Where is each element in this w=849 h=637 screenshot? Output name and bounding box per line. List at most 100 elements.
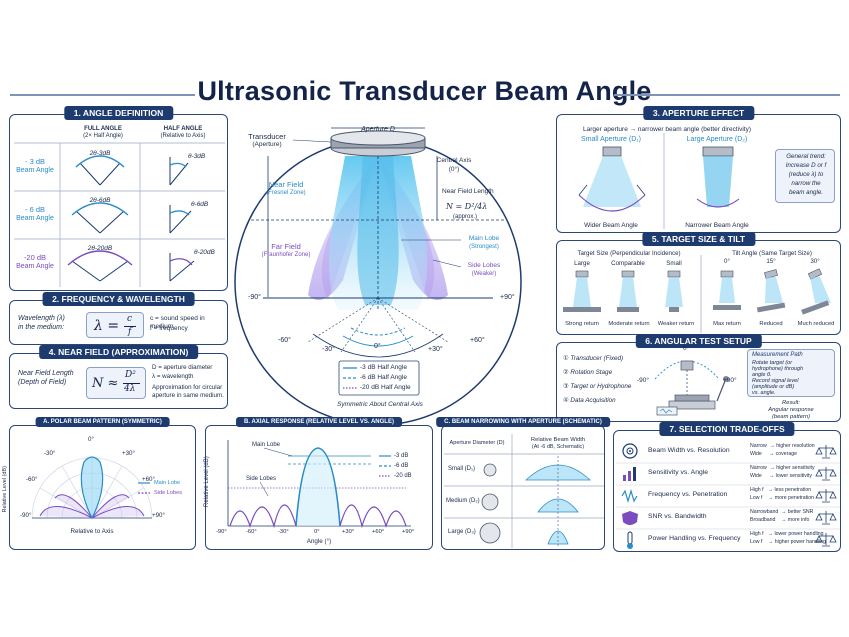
step-3-label: Target or Hydrophone xyxy=(570,383,632,390)
row-6db-sub: Beam Angle xyxy=(16,215,54,222)
nf-approx-label: (approx.) xyxy=(453,214,478,220)
legend-20db: -20 dB Half Angle xyxy=(360,384,411,391)
beam-narrowing-grid xyxy=(444,434,604,548)
def-d: D = aperture diameter xyxy=(152,364,213,371)
formula-num: c xyxy=(127,314,133,324)
half-20db-label: θ-20dB xyxy=(194,249,215,256)
thermometer-icon xyxy=(627,531,633,549)
size-comparable: Comparable xyxy=(611,260,645,267)
method-3: angle θ. xyxy=(752,372,772,378)
panel-title: A. POLAR BEAM PATTERN (SYMMETRIC) xyxy=(35,417,170,427)
far-field-label: Far Field xyxy=(271,242,301,251)
formula-num: D² xyxy=(125,370,136,380)
formula-bar xyxy=(124,326,136,327)
step-1-label: Transducer (Fixed) xyxy=(570,355,624,362)
tradeoff-3-name: Frequency vs. Penetration xyxy=(648,491,728,498)
polar-angle-0: 0° xyxy=(88,436,94,443)
tradeoff-1-l2: Wide → coverage xyxy=(750,451,797,457)
tick-minus30: -30° xyxy=(278,529,289,535)
central-axis-sub: (0°) xyxy=(448,166,460,173)
step-3: ③ Target or Hydrophone xyxy=(563,383,632,390)
target-icon xyxy=(622,443,638,459)
panel-title: 1. ANGLE DEFINITION xyxy=(63,106,174,120)
result-much-reduced: Much reduced xyxy=(797,321,835,327)
tick-0: 0° xyxy=(314,529,320,535)
axial-main-lobe xyxy=(295,447,341,527)
tradeoff-icons xyxy=(616,443,840,549)
polar-legend-main: Main Lobe xyxy=(154,480,181,486)
small-aperture-label: Small Aperture (D₁) xyxy=(581,136,641,143)
nearfield-label: Near Field Length xyxy=(18,370,74,377)
test-setup-drawing xyxy=(654,360,729,416)
axial-plot xyxy=(227,440,411,529)
row-3db-label: - 3 dB xyxy=(24,157,45,166)
full-angle-20db-diagram xyxy=(67,250,133,282)
col-beamwidth-sub: (At -6 dB, Schematic) xyxy=(531,444,585,450)
panel-title: 7. SELECTION TRADE-OFFS xyxy=(659,422,795,436)
result-strong: Strong return xyxy=(565,321,599,327)
panel-title: 2. FREQUENCY & WAVELENGTH xyxy=(42,292,195,306)
angular-test-setup-panel: 6. ANGULAR TEST SETUP ① Transducer (Fixe… xyxy=(556,334,841,422)
frequency-wavelength-panel: 2. FREQUENCY & WAVELENGTH Wavelength (λ)… xyxy=(9,292,228,345)
trend-line-4: narrow the xyxy=(791,180,821,187)
tick-plus90: +90° xyxy=(402,529,415,535)
symmetric-label: Symmetric About Central Axis xyxy=(337,401,423,408)
def-approx-2: aperture in same medium. xyxy=(152,392,224,399)
selection-tradeoffs-panel: 7. SELECTION TRADE-OFFS Beam Width vs. R… xyxy=(613,422,841,552)
polar-angle-plus60: +60° xyxy=(142,476,155,483)
central-axis-label: Central Axis xyxy=(436,157,472,164)
panel-title: 6. ANGULAR TEST SETUP xyxy=(635,334,762,348)
formula-lhs: N ≈ xyxy=(92,376,119,391)
step-2: ② Rotation Stage xyxy=(563,369,613,376)
row-large: Large (D₃) xyxy=(448,529,476,535)
aperture-subtitle: Larger aperture → narrower beam angle (b… xyxy=(583,126,751,133)
legend-3db: -3 dB Half Angle xyxy=(360,364,407,371)
tradeoff-3-l1: High f → less penetration xyxy=(750,487,812,493)
half-angle-6db-diagram xyxy=(169,205,192,234)
nf-length-formula: N = D²/4λ xyxy=(446,202,488,211)
setup-angle-minus90: -90° xyxy=(637,377,649,384)
formula-den: f xyxy=(128,327,132,337)
center-beam-diagram xyxy=(234,127,522,426)
aperture-effect-panel: 3. APERTURE EFFECT Larger aperture → nar… xyxy=(556,106,841,233)
large-aperture-label: Large Aperture (D₂) xyxy=(686,136,748,143)
method-5: (amplitude or dB) xyxy=(752,384,795,390)
formula-bar xyxy=(123,383,140,384)
angle-plus90: +90° xyxy=(500,294,515,301)
formula-den: 4λ xyxy=(124,384,136,394)
tradeoff-3-l2: Low f → more penetration xyxy=(750,495,815,501)
aperture-beams xyxy=(578,133,740,229)
transducer-sub: (Aperture) xyxy=(252,141,282,148)
trend-line-1: General trend: xyxy=(786,153,826,160)
trend-line-2: Increase D or f xyxy=(785,162,827,169)
size-header: Target Size (Perpendicular Incidence) xyxy=(577,250,681,257)
trend-line-3: (reduce λ) to xyxy=(788,171,824,178)
tradeoff-5-l1: High f → lower power handling xyxy=(750,531,824,537)
center-legend-box xyxy=(338,360,420,396)
narrower-beam-label: Narrower Beam Angle xyxy=(685,222,749,229)
full-3db-label: 2θ-3dB xyxy=(89,150,111,157)
wider-beam-label: Wider Beam Angle xyxy=(584,222,638,229)
tradeoff-5-l2: Low f → higher power handling xyxy=(750,539,826,545)
nearfield-formula: N ≈ D² 4λ xyxy=(86,367,146,399)
side-lobes-sub: (Weaker) xyxy=(471,271,497,277)
step-2-label: Rotation Stage xyxy=(570,369,613,376)
tilt-0: 0° xyxy=(724,258,730,265)
target-size-tilt-panel: 5. TARGET SIZE & TILT Target Size (Perpe… xyxy=(556,232,841,335)
def-c: c = sound speed in medium xyxy=(150,315,205,330)
tradeoff-2-l1: Narrow → higher sensitivity xyxy=(750,465,815,471)
method-1: Rotate target (or xyxy=(752,360,793,366)
method-2: hydrophone) through xyxy=(752,366,804,372)
page-title: Ultrasonic Transducer Beam Angle xyxy=(197,76,652,106)
row-3db-sub: Beam Angle xyxy=(16,167,54,174)
main-beam-core xyxy=(357,156,399,305)
step-4: ④ Data Acquisition xyxy=(563,397,616,404)
method-title: Measurement Path xyxy=(752,352,803,358)
col-beamwidth: Relative Beam Width xyxy=(530,437,586,443)
scale-icons xyxy=(815,445,837,547)
polar-legend-side: Side Lobes xyxy=(154,490,182,496)
axial-main-lobe-label: Main Lobe xyxy=(252,442,281,448)
polar-side-lobes xyxy=(39,494,145,519)
axial-response-panel: B. AXIAL RESPONSE (RELATIVE LEVEL VS. AN… xyxy=(204,417,433,550)
angle-definition-panel: 1. ANGLE DEFINITION FULL ANGLE (2× Half … xyxy=(9,106,228,291)
